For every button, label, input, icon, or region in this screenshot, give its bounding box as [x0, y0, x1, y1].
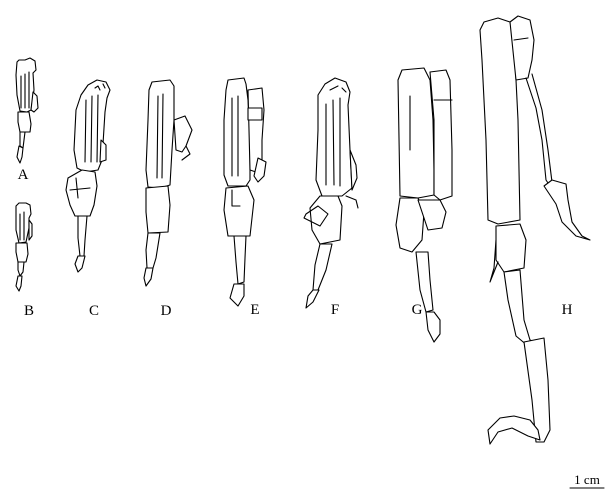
specimen-a-drawing [16, 58, 38, 163]
specimen-g-drawing [396, 68, 452, 342]
scale-bar: 1 cm [570, 472, 604, 488]
specimen-h-drawing [480, 16, 590, 444]
label-h: H [562, 302, 573, 318]
specimen-d-drawing [144, 80, 192, 286]
specimen-c-drawing [66, 80, 110, 272]
label-e: E [250, 302, 259, 318]
label-f: F [331, 302, 339, 318]
label-c: C [89, 303, 99, 319]
scale-bar-label: 1 cm [574, 472, 600, 487]
label-d: D [161, 303, 172, 319]
label-a: A [18, 167, 29, 183]
specimen-f-drawing [304, 78, 358, 308]
label-g: G [412, 302, 423, 318]
label-b: B [24, 303, 34, 319]
specimen-b-drawing [16, 203, 32, 291]
specimen-e-drawing [224, 78, 266, 306]
